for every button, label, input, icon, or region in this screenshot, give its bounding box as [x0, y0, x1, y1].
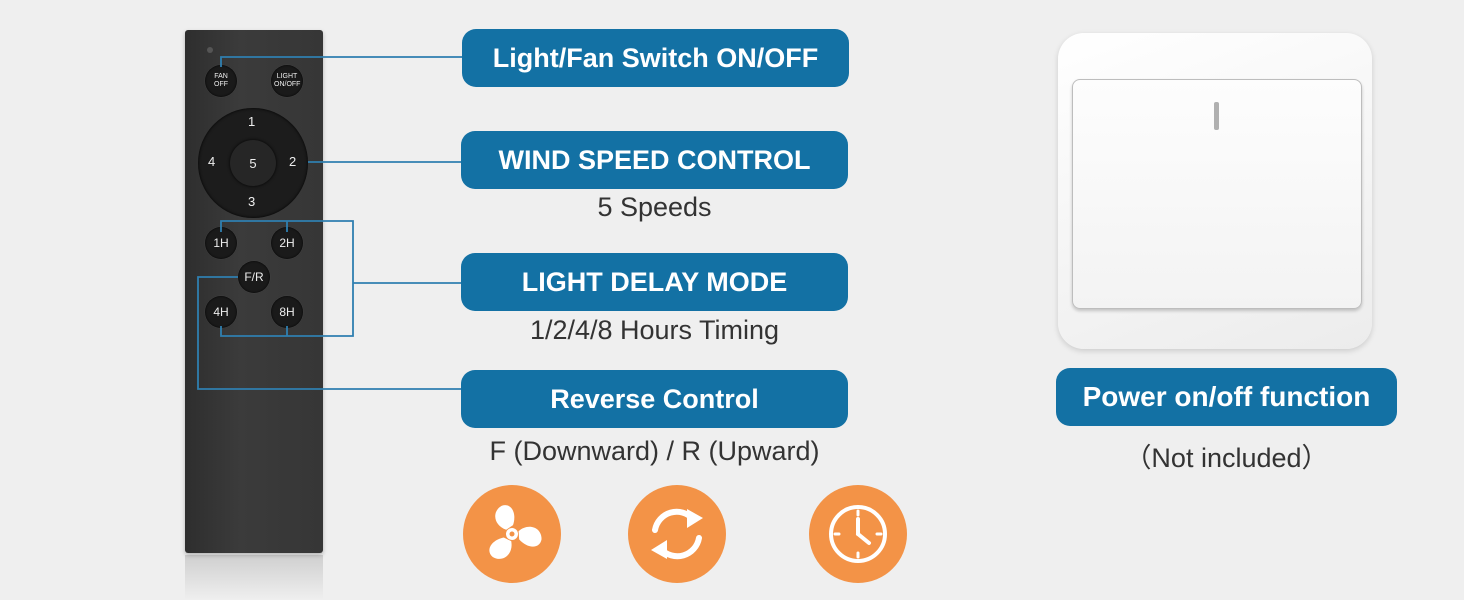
- feature-pill-speed: WIND SPEED CONTROL: [461, 131, 848, 189]
- speed-5-button[interactable]: 5: [230, 140, 276, 186]
- timer-8h-button[interactable]: 8H: [271, 296, 303, 328]
- speed-2-button[interactable]: 2: [289, 154, 297, 169]
- timer-4h-label: 4H: [213, 305, 229, 319]
- speed-3-button[interactable]: 3: [248, 194, 256, 209]
- timer-1h-label: 1H: [213, 236, 229, 250]
- wall-switch-image: [1058, 33, 1372, 349]
- fan-off-label: FAN OFF: [214, 73, 228, 88]
- feature-label-reverse: Reverse Control: [550, 383, 759, 414]
- reverse-icon: [628, 485, 726, 583]
- timer-1h-button[interactable]: 1H: [205, 227, 237, 259]
- feature-pill-switch: Light/Fan Switch ON/OFF: [462, 29, 849, 87]
- remote-control: FAN OFF LIGHT ON/OFF 1 2 3 4 5 1H 2H F/R…: [185, 30, 323, 553]
- wall-switch-rocker: [1072, 79, 1362, 309]
- wall-switch-indicator: [1214, 102, 1219, 130]
- timer-4h-button[interactable]: 4H: [205, 296, 237, 328]
- clock-icon: [809, 485, 907, 583]
- speed-5-label: 5: [249, 155, 257, 171]
- remote-led: [207, 47, 213, 53]
- power-function-label: Power on/off function: [1082, 381, 1371, 412]
- feature-label-speed: WIND SPEED CONTROL: [498, 144, 811, 175]
- fan-off-button[interactable]: FAN OFF: [205, 65, 237, 97]
- remote-reflection: [185, 555, 323, 600]
- feature-subtitle-delay: 1/2/4/8 Hours Timing: [529, 315, 780, 345]
- light-on-off-button[interactable]: LIGHT ON/OFF: [271, 65, 303, 97]
- speed-dial[interactable]: 1 2 3 4 5: [198, 108, 308, 218]
- feature-subtitle-reverse: F (Downward) / R (Upward): [489, 436, 820, 466]
- timer-2h-button[interactable]: 2H: [271, 227, 303, 259]
- power-function-pill: Power on/off function: [1056, 368, 1397, 426]
- reverse-button[interactable]: F/R: [238, 261, 270, 293]
- feature-label-delay: LIGHT DELAY MODE: [521, 266, 788, 297]
- reverse-label: F/R: [244, 270, 264, 284]
- speed-4-button[interactable]: 4: [208, 154, 216, 169]
- feature-label-switch: Light/Fan Switch ON/OFF: [492, 42, 819, 73]
- light-on-off-label: LIGHT ON/OFF: [274, 73, 301, 88]
- timer-2h-label: 2H: [279, 236, 295, 250]
- fan-icon: [463, 485, 561, 583]
- timer-8h-label: 8H: [279, 305, 295, 319]
- feature-pill-reverse: Reverse Control: [461, 370, 848, 428]
- feature-pill-delay: LIGHT DELAY MODE: [461, 253, 848, 311]
- speed-1-button[interactable]: 1: [248, 114, 256, 129]
- not-included-note: （Not included）: [1124, 443, 1329, 473]
- feature-subtitle-speed: 5 Speeds: [597, 192, 712, 222]
